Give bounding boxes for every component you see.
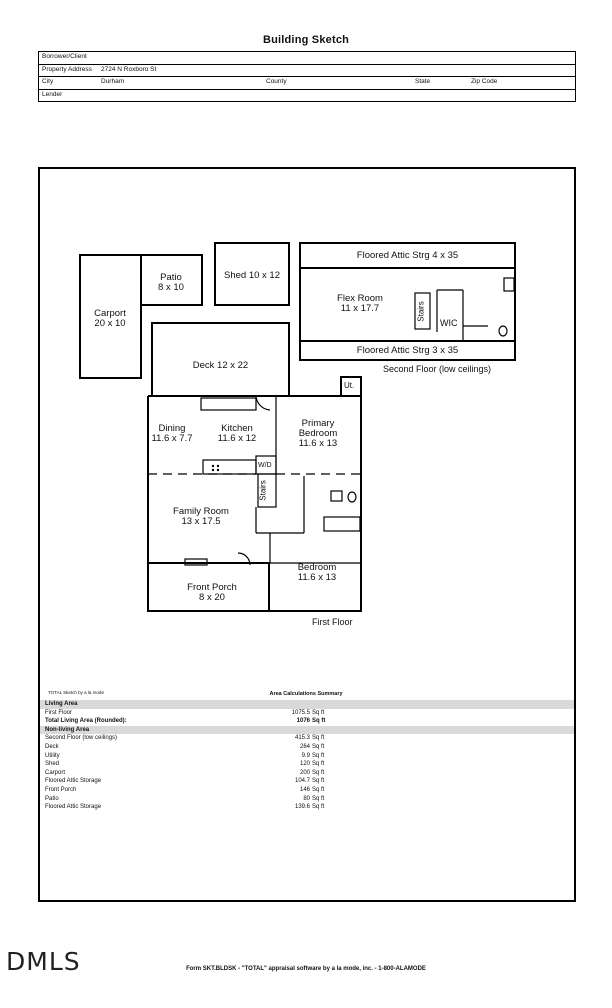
dmls-logo: DMLS — [6, 947, 81, 976]
nonliving-area-header: Non-living Area — [40, 725, 574, 735]
calc-title: Area Calculations Summary — [269, 691, 343, 697]
kitchen-counter-bottom — [202, 459, 257, 475]
shed-outline — [214, 242, 290, 306]
wd-label: W/D — [258, 462, 272, 469]
front-porch-outline — [147, 563, 269, 612]
bath-sink — [330, 490, 343, 502]
back-door-swing — [255, 395, 271, 411]
front-door-swing — [237, 552, 251, 566]
carport-outline — [79, 254, 142, 379]
attic-bottom-label: Floored Attic Strg 3 x 35 — [356, 345, 459, 356]
upper-toilet — [498, 325, 508, 337]
lower-stairs — [257, 473, 277, 508]
wic-label: WIC — [440, 318, 458, 328]
total-living-row: Total Living Area (Rounded): 1076 Sq ft — [45, 718, 326, 725]
upper-stairs-label: Stairs — [416, 301, 426, 322]
patio-outline — [140, 254, 203, 306]
upper-sink — [503, 277, 515, 292]
city-row: City Durham County State Zip Code — [38, 76, 576, 90]
attic-top-label: Floored Attic Strg 4 x 35 — [356, 250, 459, 261]
state-label: State — [415, 78, 431, 85]
utility-label: Ut. — [344, 381, 355, 390]
property-label: Property Address — [42, 65, 92, 73]
bath-toilet — [347, 491, 357, 503]
area-calculations: Living Area First Floor 1075.5 Sq ft Tot… — [40, 700, 574, 812]
property-value: 2724 N Roxboro St — [101, 65, 157, 73]
county-label: County — [266, 78, 287, 85]
second-floor-caption: Second Floor (low ceilings) — [383, 364, 492, 374]
first-floor-row: First Floor 1075.5 Sq ft — [45, 709, 325, 716]
second-floor-outline — [299, 242, 516, 361]
utility-outline — [340, 376, 362, 397]
sketch-note: TOTAL Sketch by a la mode — [48, 690, 104, 695]
upper-stairs — [414, 292, 431, 330]
kitchen-counter-top — [200, 397, 257, 411]
first-floor-caption: First Floor — [312, 617, 353, 627]
header-table: Borrower/Client Property Address 2724 N … — [38, 51, 576, 102]
porch-step — [184, 558, 208, 566]
lender-row: Lender — [38, 88, 576, 102]
lender-label: Lender — [42, 90, 63, 98]
living-area-header: Living Area — [40, 700, 574, 709]
deck-label: Deck 12 x 22 — [192, 360, 249, 371]
form-footer: Form SKT.BLDSK - "TOTAL" appraisal softw… — [186, 966, 426, 972]
city-value: Durham — [101, 78, 125, 85]
city-label: City — [42, 78, 54, 85]
lower-stairs-label: Stairs — [258, 480, 268, 501]
bathtub — [323, 516, 361, 532]
sketch-frame — [38, 167, 576, 902]
borrower-label: Borrower/Client — [42, 53, 87, 60]
shed-label: Shed 10 x 12 — [224, 270, 280, 281]
zip-label: Zip Code — [471, 78, 498, 85]
page-title: Building Sketch — [262, 34, 350, 46]
